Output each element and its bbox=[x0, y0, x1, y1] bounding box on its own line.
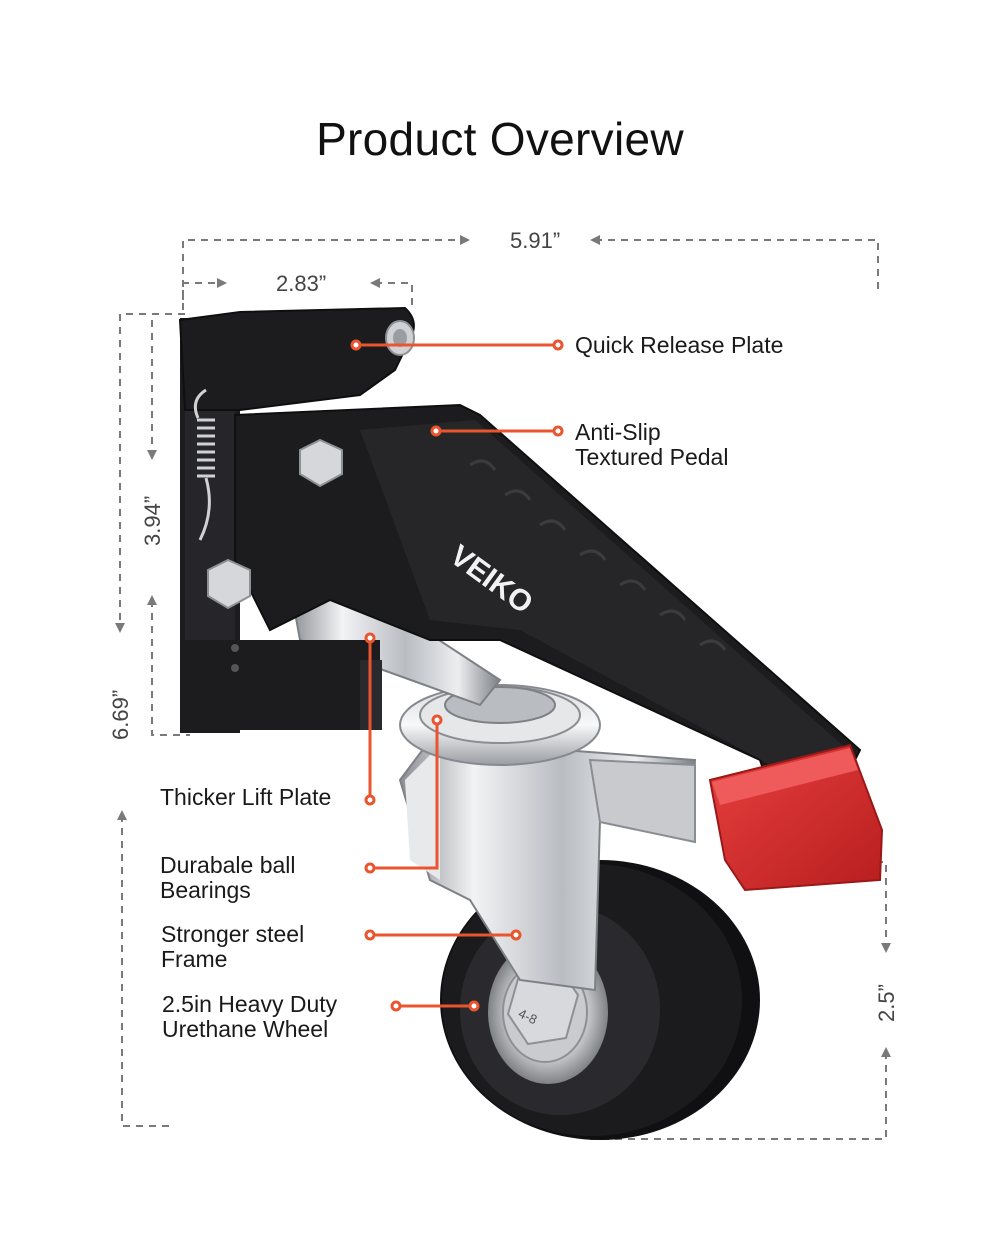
dim-plate-width: 2.83” bbox=[276, 271, 327, 296]
callout-dots bbox=[350, 339, 564, 1012]
dimension-lines bbox=[119, 239, 887, 1140]
callout-leaders bbox=[356, 343, 558, 1008]
dim-wheel-height: 2.5” bbox=[874, 984, 899, 1022]
callout-bearings-line-1: Durabale ball bbox=[160, 852, 296, 878]
pedal-cap bbox=[708, 743, 884, 892]
page-title: Product Overview bbox=[316, 113, 684, 165]
callout-frame-line-1: Stronger steel bbox=[161, 921, 305, 947]
callout-quick-release-plate: Quick Release Plate bbox=[575, 333, 783, 358]
callout-steel-frame: Stronger steel Frame bbox=[161, 922, 304, 972]
callout-lift-plate-line-1: Thicker Lift Plate bbox=[160, 784, 332, 810]
pedal-arm: VEIKO bbox=[207, 403, 862, 791]
callout-quick-release-line-1: Quick Release Plate bbox=[575, 332, 784, 358]
callout-pedal-line-1: Anti-Slip bbox=[575, 419, 661, 445]
callout-wheel-line-2: Urethane Wheel bbox=[162, 1016, 329, 1042]
wheel-marking: 4-8 bbox=[516, 1006, 539, 1028]
callout-wheel-line-1: 2.5in Heavy Duty bbox=[162, 991, 338, 1017]
callout-pedal-line-2: Textured Pedal bbox=[575, 444, 729, 470]
callout-frame-line-2: Frame bbox=[161, 946, 228, 972]
dimension-arrows bbox=[115, 235, 891, 1057]
callout-lift-plate: Thicker Lift Plate bbox=[160, 785, 331, 810]
ball-bearing bbox=[399, 684, 601, 766]
mounting-plate bbox=[178, 306, 415, 733]
callout-anti-slip-pedal: Anti-Slip Textured Pedal bbox=[575, 420, 728, 470]
callout-bearings-line-2: Bearings bbox=[160, 877, 251, 903]
callout-ball-bearings: Durabale ball Bearings bbox=[160, 853, 296, 903]
dim-overall-height: 6.69” bbox=[108, 689, 133, 740]
dim-plate-height: 3.94” bbox=[140, 495, 165, 546]
callout-urethane-wheel: 2.5in Heavy Duty Urethane Wheel bbox=[162, 992, 337, 1042]
dim-overall-width: 5.91” bbox=[510, 228, 561, 253]
